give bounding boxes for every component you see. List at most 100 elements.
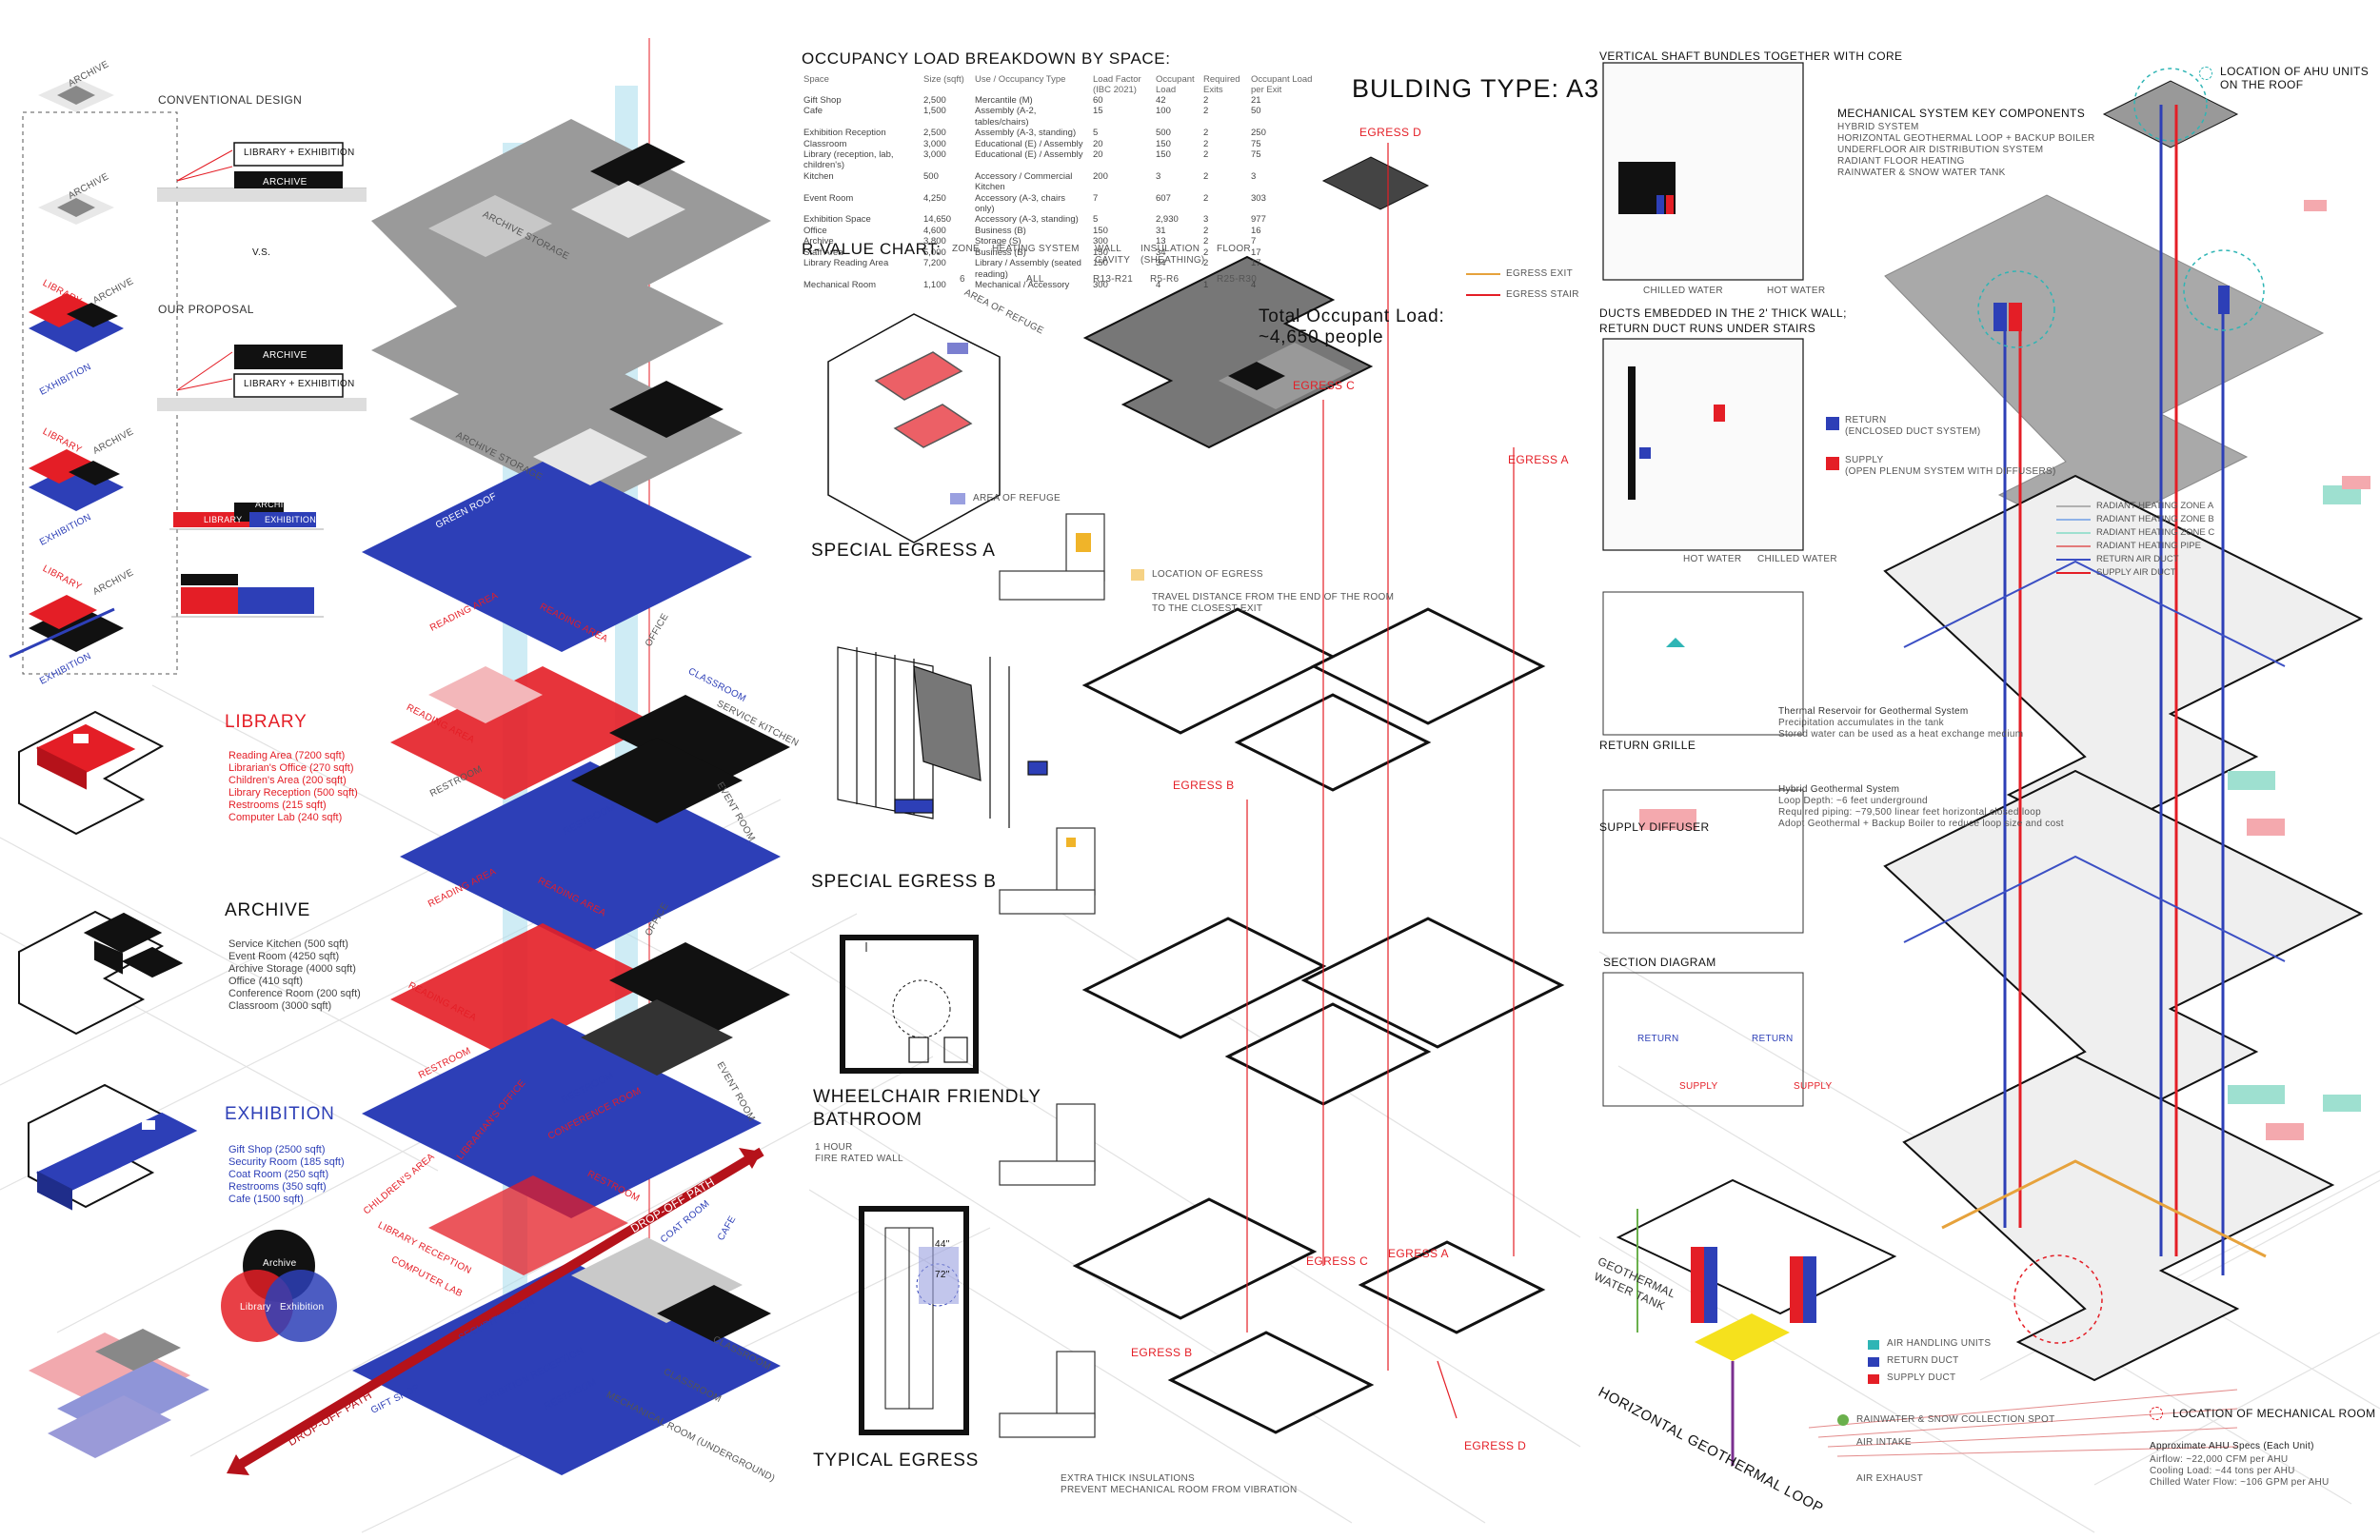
table-cell: 300 [1093, 236, 1108, 247]
library-space-item: Librarian's Office (270 sqft) [228, 762, 354, 774]
conventional-design-title: CONVENTIONAL DESIGN [158, 93, 303, 107]
exhibition-iso [28, 1083, 198, 1211]
section-details [1602, 591, 1804, 1107]
table-cell: 2 [1203, 192, 1209, 204]
thermal-line-1: Precipitation accumulates in the tank [1778, 718, 1944, 728]
table-cell: Library Reading Area [803, 258, 889, 269]
table-cell: 2,500 [923, 95, 946, 106]
table-cell: Library / Assembly (seated reading) [975, 258, 1081, 280]
geothermal-system [1616, 1178, 1897, 1466]
table-cell: Event Room [803, 192, 854, 204]
table-cell: 17 [1251, 247, 1261, 258]
table-cell: 2 [1203, 128, 1209, 139]
stack-library-label: LIBRARY [204, 515, 243, 524]
table-cell: 2 [1203, 170, 1209, 182]
table-cell: 4 [1251, 279, 1257, 290]
rvalue-wall: R13-R21 [1093, 274, 1134, 285]
wheelchair-bathroom-plan [840, 935, 979, 1074]
table-cell: 150 [1156, 149, 1171, 161]
iso-stack-5 [9, 595, 124, 659]
table-cell: 500 [923, 170, 939, 182]
supply-label: SUPPLY [1845, 455, 1884, 465]
floor-archive-storage [362, 343, 752, 652]
occupancy-title: OCCUPANCY LOAD BREAKDOWN BY SPACE: [802, 49, 1171, 68]
exhibition-space-item: Gift Shop (2500 sqft) [228, 1144, 326, 1155]
legend-line-label: RADIANT HEATING ZONE A [2096, 501, 2214, 511]
return-label: RETURN [1845, 415, 1887, 425]
ahu-roof-label-1: LOCATION OF AHU UNITS [2220, 65, 2370, 78]
rvalue-insulation: R5-R6 [1150, 274, 1180, 285]
venn-library-label: Library [240, 1302, 271, 1313]
table-cell: Educational (E) / Assembly [975, 138, 1083, 149]
mech-room-legend-icon [2150, 1407, 2163, 1420]
table-cell: 2 [1203, 225, 1209, 236]
floor-3 [390, 666, 790, 952]
iso-stack-3 [29, 293, 124, 352]
shaft-title: VERTICAL SHAFT BUNDLES TOGETHER WITH COR… [1599, 49, 1903, 63]
table-cell: 7 [1251, 236, 1257, 247]
fire-rated-1: 1 HOUR [815, 1142, 853, 1153]
conventional-top-label: LIBRARY + EXHIBITION [244, 148, 355, 158]
table-cell: 17 [1251, 258, 1261, 269]
stack-archive-label: ARCHIVE [255, 500, 296, 509]
exhibition-space-list: Gift Shop (2500 sqft) Security Room (185… [228, 1144, 345, 1206]
legend-line-label: SUPPLY AIR DUCT [2096, 567, 2176, 578]
egress-second-plan [1081, 607, 1546, 792]
total-load-value: ~4,650 people [1259, 327, 1384, 347]
table-cell: Exhibition Reception [803, 128, 886, 139]
table-cell: Mechanical / Accessory [975, 279, 1070, 290]
rvalue-col-insulation: INSULATION (SHEATHING) [1140, 244, 1205, 266]
section-return-right: RETURN [1752, 1034, 1794, 1044]
col-header: Occupant Load [1156, 74, 1195, 95]
table-cell: 150 [1093, 247, 1108, 258]
supply-diffuser-label: SUPPLY DIFFUSER [1599, 820, 1710, 834]
table-cell: Accessory (A-3, chairs only) [975, 192, 1066, 215]
table-cell: 2 [1203, 247, 1209, 258]
drop-off-path-arrows [227, 1147, 764, 1475]
egress-d-bot: EGRESS D [1464, 1439, 1527, 1452]
table-cell: 34 [1156, 247, 1166, 258]
table-cell: Classroom [803, 138, 847, 149]
table-cell: 75 [1251, 149, 1261, 161]
hybrid-line-2: Required piping: ~79,500 linear feet hor… [1778, 807, 2041, 818]
legend-line-swatch [2056, 519, 2091, 521]
location-of-egress-swatch [1131, 569, 1144, 581]
floor-archive-storage-top [371, 119, 771, 426]
col-header: Load Factor (IBC 2021) [1093, 74, 1141, 95]
insulation-note-1: EXTRA THICK INSULATIONS [1061, 1473, 1196, 1484]
egress-c-top: EGRESS C [1293, 379, 1356, 392]
table-cell: Business (B) [975, 247, 1026, 258]
table-cell: Library (reception, lab, children's) [803, 149, 894, 171]
rvalue-col-floor: FLOOR [1217, 244, 1251, 254]
exhibition-space-item: Restrooms (350 sqft) [228, 1181, 327, 1193]
table-cell: Gift Shop [803, 95, 842, 106]
table-cell: 150 [1093, 225, 1108, 236]
legend-line-swatch [2056, 532, 2091, 534]
thermal-line-2: Stored water can be used as a heat excha… [1778, 729, 2024, 740]
legend-line-swatch [2056, 505, 2091, 507]
library-space-list: Reading Area (7200 sqft) Librarian's Off… [228, 750, 358, 824]
supply-swatch [1826, 457, 1839, 470]
table-cell: 1,100 [923, 279, 946, 290]
legend-egress-stair-swatch [1466, 294, 1500, 296]
rvalue-col-heating: HEATING SYSTEM [992, 244, 1080, 254]
stacked-blocks-2 [171, 574, 324, 618]
exhibition-space-item: Coat Room (250 sqft) [228, 1169, 329, 1180]
egress-a-top: EGRESS A [1508, 453, 1569, 466]
vs-label: V.S. [252, 247, 271, 258]
archive-space-item: Event Room (4250 sqft) [228, 951, 340, 962]
mech-item: HYBRID SYSTEM [1837, 122, 1919, 132]
table-cell: 500 [1156, 128, 1171, 139]
air-exhaust-label: AIR EXHAUST [1856, 1473, 1923, 1484]
fire-rated-2: FIRE RATED WALL [815, 1154, 903, 1164]
egress-b-mid: EGRESS B [1173, 779, 1235, 792]
ahu-spec-item: Airflow: ~22,000 CFM per AHU [2150, 1454, 2289, 1465]
egress-top-plan [1082, 156, 1430, 449]
legend-egress-stair: EGRESS STAIR [1506, 289, 1579, 300]
stack-dashed-frame [22, 111, 178, 675]
